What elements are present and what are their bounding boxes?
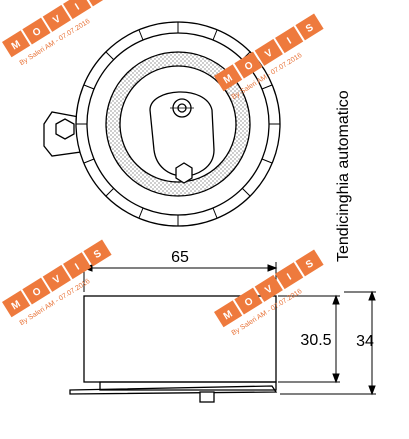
- dimension-width-label: 65: [171, 249, 189, 266]
- bottom-stud: [199, 391, 215, 403]
- svg-text:I: I: [285, 35, 294, 46]
- dimension-width: [82, 262, 278, 292]
- top-view-tensioner: [43, 21, 281, 227]
- eccentric-plate: [149, 91, 215, 177]
- svg-text:I: I: [285, 271, 294, 282]
- dimension-height-inner-label: 30.5: [300, 332, 331, 349]
- adjust-hex-nut: [175, 162, 193, 184]
- dimension-height-outer-label: 34: [356, 333, 374, 350]
- svg-text:S: S: [92, 0, 104, 1]
- svg-text:I: I: [73, 1, 82, 12]
- part-name-label: Tendicinghia automatico: [335, 90, 352, 262]
- svg-text:I: I: [73, 261, 82, 272]
- base-flange: [99, 381, 277, 391]
- dimension-height-inner: [278, 294, 340, 384]
- dimension-height-outer: [280, 290, 376, 396]
- bracket-hex-nut: [55, 118, 75, 140]
- pulley-ribs: [76, 22, 280, 226]
